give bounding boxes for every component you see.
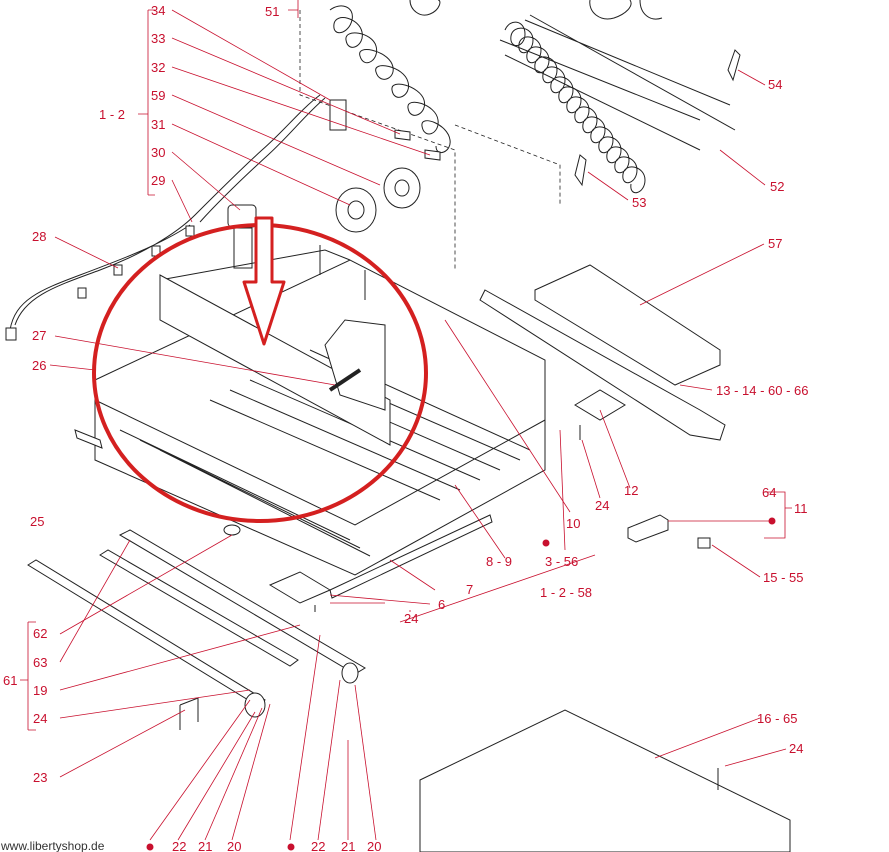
slider-64 <box>627 514 669 543</box>
label-3-56: 3 - 56 <box>545 554 578 569</box>
label-10: 10 <box>566 516 580 531</box>
gear-31 <box>335 187 377 233</box>
clip-53 <box>574 154 587 187</box>
marker-dot <box>542 539 550 547</box>
label-30: 30 <box>151 145 165 160</box>
label-22: 22 <box>311 839 325 852</box>
label-19: 19 <box>33 683 47 698</box>
rail-62 <box>118 529 366 675</box>
spring-group-boundary-2 <box>454 124 561 205</box>
label-29: 29 <box>151 173 165 188</box>
hex-key-23 <box>179 697 199 730</box>
connector-plug-5 <box>185 225 195 237</box>
label-11: 11 <box>794 501 808 516</box>
roller-20a <box>244 692 266 718</box>
bracket-12 <box>574 389 626 421</box>
gear-32 <box>383 167 421 209</box>
side-rail-13 <box>479 289 726 441</box>
label-26: 26 <box>32 358 46 373</box>
label-20: 20 <box>227 839 241 852</box>
bottom-plate-16 <box>419 709 791 852</box>
roller-20b <box>341 662 359 684</box>
label-24: 24 <box>404 611 418 626</box>
clip-54 <box>727 49 741 82</box>
label-59: 59 <box>151 88 165 103</box>
label-57: 57 <box>768 236 782 251</box>
label-20: 20 <box>367 839 381 852</box>
label-22: 22 <box>172 839 186 852</box>
connector-plug-2 <box>77 287 87 299</box>
label-13-14-60-66: 13 - 14 - 60 - 66 <box>716 383 809 398</box>
watermark: www.libertyshop.de <box>0 839 105 852</box>
label-33: 33 <box>151 31 165 46</box>
cover-57 <box>534 264 721 386</box>
label-62: 62 <box>33 626 47 641</box>
parts-drawing <box>5 0 791 852</box>
pin-59 <box>424 149 441 161</box>
label-34: 34 <box>151 3 165 18</box>
label-6: 6 <box>438 597 445 612</box>
leader-lines <box>20 0 792 841</box>
pin-26 <box>74 429 103 449</box>
label-7: 7 <box>466 582 473 597</box>
label-61: 61 <box>3 673 17 688</box>
label-21: 21 <box>198 839 212 852</box>
label-31: 31 <box>151 117 165 132</box>
label-1-2-top: 1 - 2 <box>99 107 125 122</box>
spring-group-boundary <box>299 10 456 270</box>
connector-plug-1 <box>5 327 17 341</box>
label-23: 23 <box>33 770 47 785</box>
cable-harness <box>9 94 326 331</box>
rail-63 <box>99 549 299 667</box>
label-25: 25 <box>30 514 44 529</box>
large-coil-spring <box>499 14 736 194</box>
label-8-9: 8 - 9 <box>486 554 512 569</box>
label-12: 12 <box>624 483 638 498</box>
label-53: 53 <box>632 195 646 210</box>
label-24: 24 <box>595 498 609 513</box>
label-21: 21 <box>341 839 355 852</box>
pad-15 <box>697 537 711 549</box>
label-27: 27 <box>32 328 46 343</box>
connector-plug-3 <box>113 264 123 276</box>
label-24: 24 <box>789 741 803 756</box>
label-15-55: 15 - 55 <box>763 570 803 585</box>
motor-bracket <box>233 227 253 269</box>
label-1-2-58: 1 - 2 - 58 <box>540 585 592 600</box>
inner-partition <box>159 274 391 446</box>
label-28: 28 <box>32 229 46 244</box>
label-52: 52 <box>770 179 784 194</box>
callout-labels: 34 33 32 59 31 30 29 51 1 - 2 28 27 26 2… <box>3 3 809 852</box>
small-coil-spring <box>329 5 451 154</box>
label-54: 54 <box>768 77 782 92</box>
label-64: 64 <box>762 485 776 500</box>
label-63: 63 <box>33 655 47 670</box>
spring-27 <box>328 368 362 392</box>
small-coil-spring-top <box>409 0 663 20</box>
down-arrow-icon <box>242 216 286 346</box>
label-24: 24 <box>33 711 47 726</box>
pin-33 <box>394 129 411 141</box>
drawer-tray <box>94 245 546 576</box>
marker-dot <box>287 843 295 851</box>
label-16-65: 16 - 65 <box>757 711 797 726</box>
label-51: 51 <box>265 4 279 19</box>
marker-dot <box>768 517 776 525</box>
rail-19 <box>27 559 266 707</box>
bracket-6 <box>268 571 332 604</box>
label-32: 32 <box>151 60 165 75</box>
marker-dot <box>146 843 154 851</box>
washer-25 <box>223 524 241 536</box>
